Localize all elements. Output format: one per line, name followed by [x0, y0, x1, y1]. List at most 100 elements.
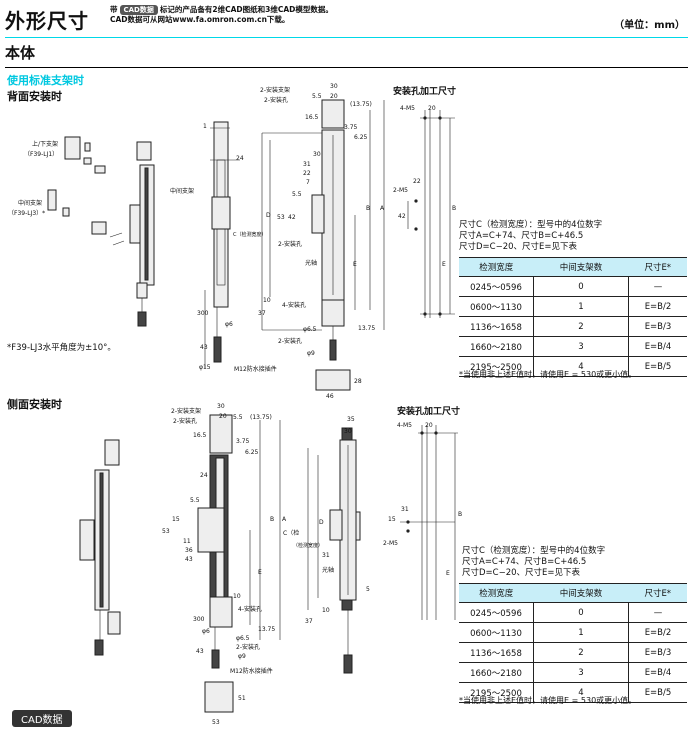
cell: E=B/2 — [628, 622, 687, 643]
dim-back-front-37: 37 — [258, 310, 266, 317]
hole-22-label: 22 — [413, 178, 421, 185]
section-heading: 本体 — [5, 44, 36, 62]
cell: 2 — [533, 316, 629, 337]
dim-back-side-43: 43 — [200, 344, 208, 351]
dim-side-24: 24 — [200, 472, 208, 479]
dim-back-front-13-75b: 13.75 — [358, 325, 375, 332]
side-optical-axis-callout: 光轴 — [322, 566, 334, 574]
dim-side-13-75b: 13.75 — [258, 626, 275, 633]
dim-side-300: 300 — [193, 616, 205, 623]
section-divider — [5, 67, 688, 68]
dim-side-front-5: 5 — [366, 586, 370, 593]
connector-callout: M12防水接插件 — [234, 365, 277, 373]
dim-side-front-c: （检测宽度） — [293, 542, 323, 549]
middle-bracket-model: （F39-LJ3）* — [8, 210, 45, 217]
dim-back-front-e: E — [353, 261, 357, 268]
dim-back-front-16-5: 16.5 — [305, 114, 319, 121]
dim-side-e: E — [258, 569, 262, 576]
desc-line-ab: 尺寸A=C+74、尺寸B=C+46.5 — [459, 231, 584, 241]
desc-line-c: 尺寸C（检测宽度）：型号中的4位数字 — [459, 220, 603, 230]
cell: E=B/3 — [628, 642, 687, 663]
cad-data-button[interactable]: CAD数据 — [12, 710, 72, 727]
table-header-row: 检测宽度 中间支架数 尺寸E* — [459, 257, 687, 277]
dim-side-53: 53 — [162, 528, 170, 535]
dim-back-front-d: D — [266, 212, 271, 219]
dim-side-a: A — [282, 516, 287, 523]
cell: 2195～2500 — [459, 356, 534, 377]
side-hole-b-label: B — [458, 511, 462, 518]
dim-back-front-30: 30 — [330, 83, 338, 90]
side-hole-15-label: 15 — [388, 516, 396, 523]
middle-hole-callout: 2-安装孔 — [278, 240, 302, 248]
cad-download-note: CAD数据可从网站www.fa.omron.com.cn下载。 — [110, 15, 290, 24]
side-perspective-drawing — [79, 439, 121, 656]
cell: 0600～1130 — [459, 296, 534, 317]
dim-back-front-10: 10 — [263, 297, 271, 304]
dim-back-front-42: 42 — [288, 214, 296, 221]
back-hole-title: 安装孔加工尺寸 — [393, 87, 457, 97]
hole-20-label: 20 — [428, 105, 436, 112]
hole-b-label: B — [452, 205, 456, 212]
col-header: 中间支架数 — [533, 257, 629, 277]
side-bottom-hole-callout: 4-安装孔 — [238, 605, 262, 613]
cell: 2195～2500 — [459, 682, 534, 703]
cell: 0 — [533, 276, 629, 297]
cell: E=B/4 — [628, 336, 687, 357]
side-hole-4m5-label: 4-M5 — [397, 422, 412, 429]
front-mount-bracket-callout: 2-安装支架 — [260, 86, 290, 94]
optical-axis-callout: 光轴 — [305, 259, 317, 267]
front-mount-hole-callout: 2-安装孔 — [264, 96, 288, 104]
dim-side-3-75: 3.75 — [236, 438, 250, 445]
cad-data-tag: CAD数据 — [119, 5, 158, 15]
cell: 0 — [533, 602, 629, 623]
top-bottom-bracket-model: （F39-LJ1） — [24, 151, 58, 158]
dim-side-phi9: φ9 — [238, 653, 246, 660]
cell: 2 — [533, 642, 629, 663]
cell: 3 — [533, 336, 629, 357]
dim-side-11: 11 — [183, 538, 191, 545]
side-hole-title: 安装孔加工尺寸 — [397, 407, 461, 417]
dim-back-front-22: 22 — [303, 170, 311, 177]
side-main-view-drawing — [197, 414, 281, 713]
desc-line-ab: 尺寸A=C+74、尺寸B=C+46.5 — [462, 557, 587, 567]
dim-back-front-31: 31 — [303, 161, 311, 168]
cell: E=B/5 — [628, 356, 687, 377]
cell: E=B/4 — [628, 662, 687, 683]
back-table-note: *当使用非上述E值时，请使用E = 530或更小值。 — [459, 370, 637, 379]
subsection-heading: 使用标准支架时 — [7, 74, 84, 87]
middle-bracket-callout: 中间支架 — [170, 187, 194, 195]
hole-2m5-label: 2-M5 — [393, 187, 408, 194]
back-hole-pattern-drawing — [407, 110, 455, 318]
dim-back-front-7: 7 — [306, 179, 310, 186]
table-header-row: 检测宽度 中间支架数 尺寸E* — [459, 583, 687, 603]
cell: E=B/2 — [628, 296, 687, 317]
back-front-view-drawing — [261, 99, 385, 391]
dim-side-30: 30 — [217, 403, 225, 410]
dim-back-side-300: 300 — [197, 310, 209, 317]
side-hole-e-label: E — [446, 570, 450, 577]
exploded-view-drawing — [47, 136, 155, 327]
cell: 3 — [533, 662, 629, 683]
dim-side-front-35: 35 — [347, 416, 355, 423]
dim-side-43: 43 — [185, 556, 193, 563]
col-header: 检测宽度 — [459, 257, 534, 277]
cell: 1 — [533, 622, 629, 643]
page-title: 外形尺寸 — [5, 9, 89, 33]
dim-side-bottom-51: 51 — [238, 695, 246, 702]
dim-back-front-a: A — [380, 205, 385, 212]
dim-back-side-c: C（检测宽度） — [233, 231, 267, 238]
side-bracket-hole-callout: 2-安装孔 — [236, 643, 260, 651]
dim-back-front-3-75: 3.75 — [344, 124, 358, 131]
desc-line-de: 尺寸D=C−20、尺寸E=见下表 — [462, 568, 581, 578]
col-header: 中间支架数 — [533, 583, 629, 603]
side-dimension-description: 尺寸C（检测宽度）：型号中的4位数字 尺寸A=C+74、尺寸B=C+46.5 尺… — [462, 546, 605, 579]
dim-side-front-37: 37 — [305, 618, 313, 625]
back-side-view-drawing — [204, 121, 240, 368]
